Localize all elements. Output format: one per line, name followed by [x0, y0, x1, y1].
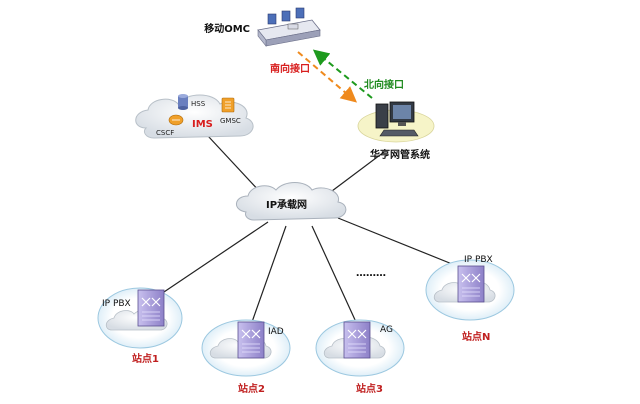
- siteN-device-label: IP PBX: [464, 255, 493, 265]
- site1-device-label: IP PBX: [102, 299, 131, 309]
- more-sites-ellipsis: ………: [356, 268, 386, 279]
- cloud-icon: [236, 182, 347, 221]
- site-1: IP PBX 站点1: [97, 287, 183, 365]
- omc-label: 移动OMC: [204, 22, 250, 35]
- siteN-label: 站点N: [462, 330, 490, 343]
- iad-device-icon: [237, 321, 265, 359]
- pc-tower-icon: [375, 103, 389, 129]
- omc-pc-icon: [267, 13, 277, 25]
- ims-label: IMS: [192, 119, 213, 130]
- hss-db-icon: [178, 94, 188, 110]
- nms-label: 华亨网管系统: [370, 148, 430, 161]
- cscf-label: CSCF: [156, 129, 174, 137]
- ip-network-label: IP承载网: [266, 198, 307, 211]
- keyboard-icon: [379, 129, 419, 137]
- site1-label: 站点1: [132, 352, 159, 365]
- north-interface-label: 北向接口: [364, 78, 404, 91]
- interface-arrows: 南向接口 北向接口: [270, 49, 404, 103]
- link-ims-ipnet: [207, 135, 263, 195]
- south-arrow: [297, 51, 358, 103]
- site-n: IP PBX 站点N: [425, 255, 515, 343]
- pbx-device-icon: [137, 289, 165, 327]
- nms-node: 华亨网管系统: [357, 101, 435, 161]
- link-site2-ipnet: [251, 225, 287, 323]
- gmsc-label: GMSC: [220, 117, 241, 125]
- ag-device-icon: [343, 321, 371, 359]
- cscf-icon: [168, 114, 184, 126]
- gmsc-switch-icon: [221, 97, 235, 113]
- link-nms-ipnet: [327, 151, 385, 195]
- ip-network-cloud: IP承载网: [236, 182, 347, 221]
- ims-cloud: HSS GMSC IMS CSCF: [135, 94, 254, 139]
- link-site3-ipnet: [311, 225, 357, 323]
- site2-device-label: IAD: [268, 327, 284, 337]
- site3-device-label: AG: [380, 325, 393, 335]
- site3-label: 站点3: [356, 382, 383, 395]
- north-arrow: [312, 49, 373, 99]
- site-3: AG 站点3: [315, 319, 405, 395]
- south-interface-label: 南向接口: [270, 62, 310, 75]
- site-2: IAD 站点2: [201, 319, 291, 395]
- link-site1-ipnet: [157, 221, 269, 297]
- site2-label: 站点2: [238, 382, 265, 395]
- connection-lines: [157, 135, 463, 323]
- pbx-device-icon: [457, 265, 485, 303]
- hss-label: HSS: [191, 100, 206, 108]
- link-siteN-ipnet: [337, 217, 463, 269]
- omc-node: 移动OMC: [204, 7, 321, 47]
